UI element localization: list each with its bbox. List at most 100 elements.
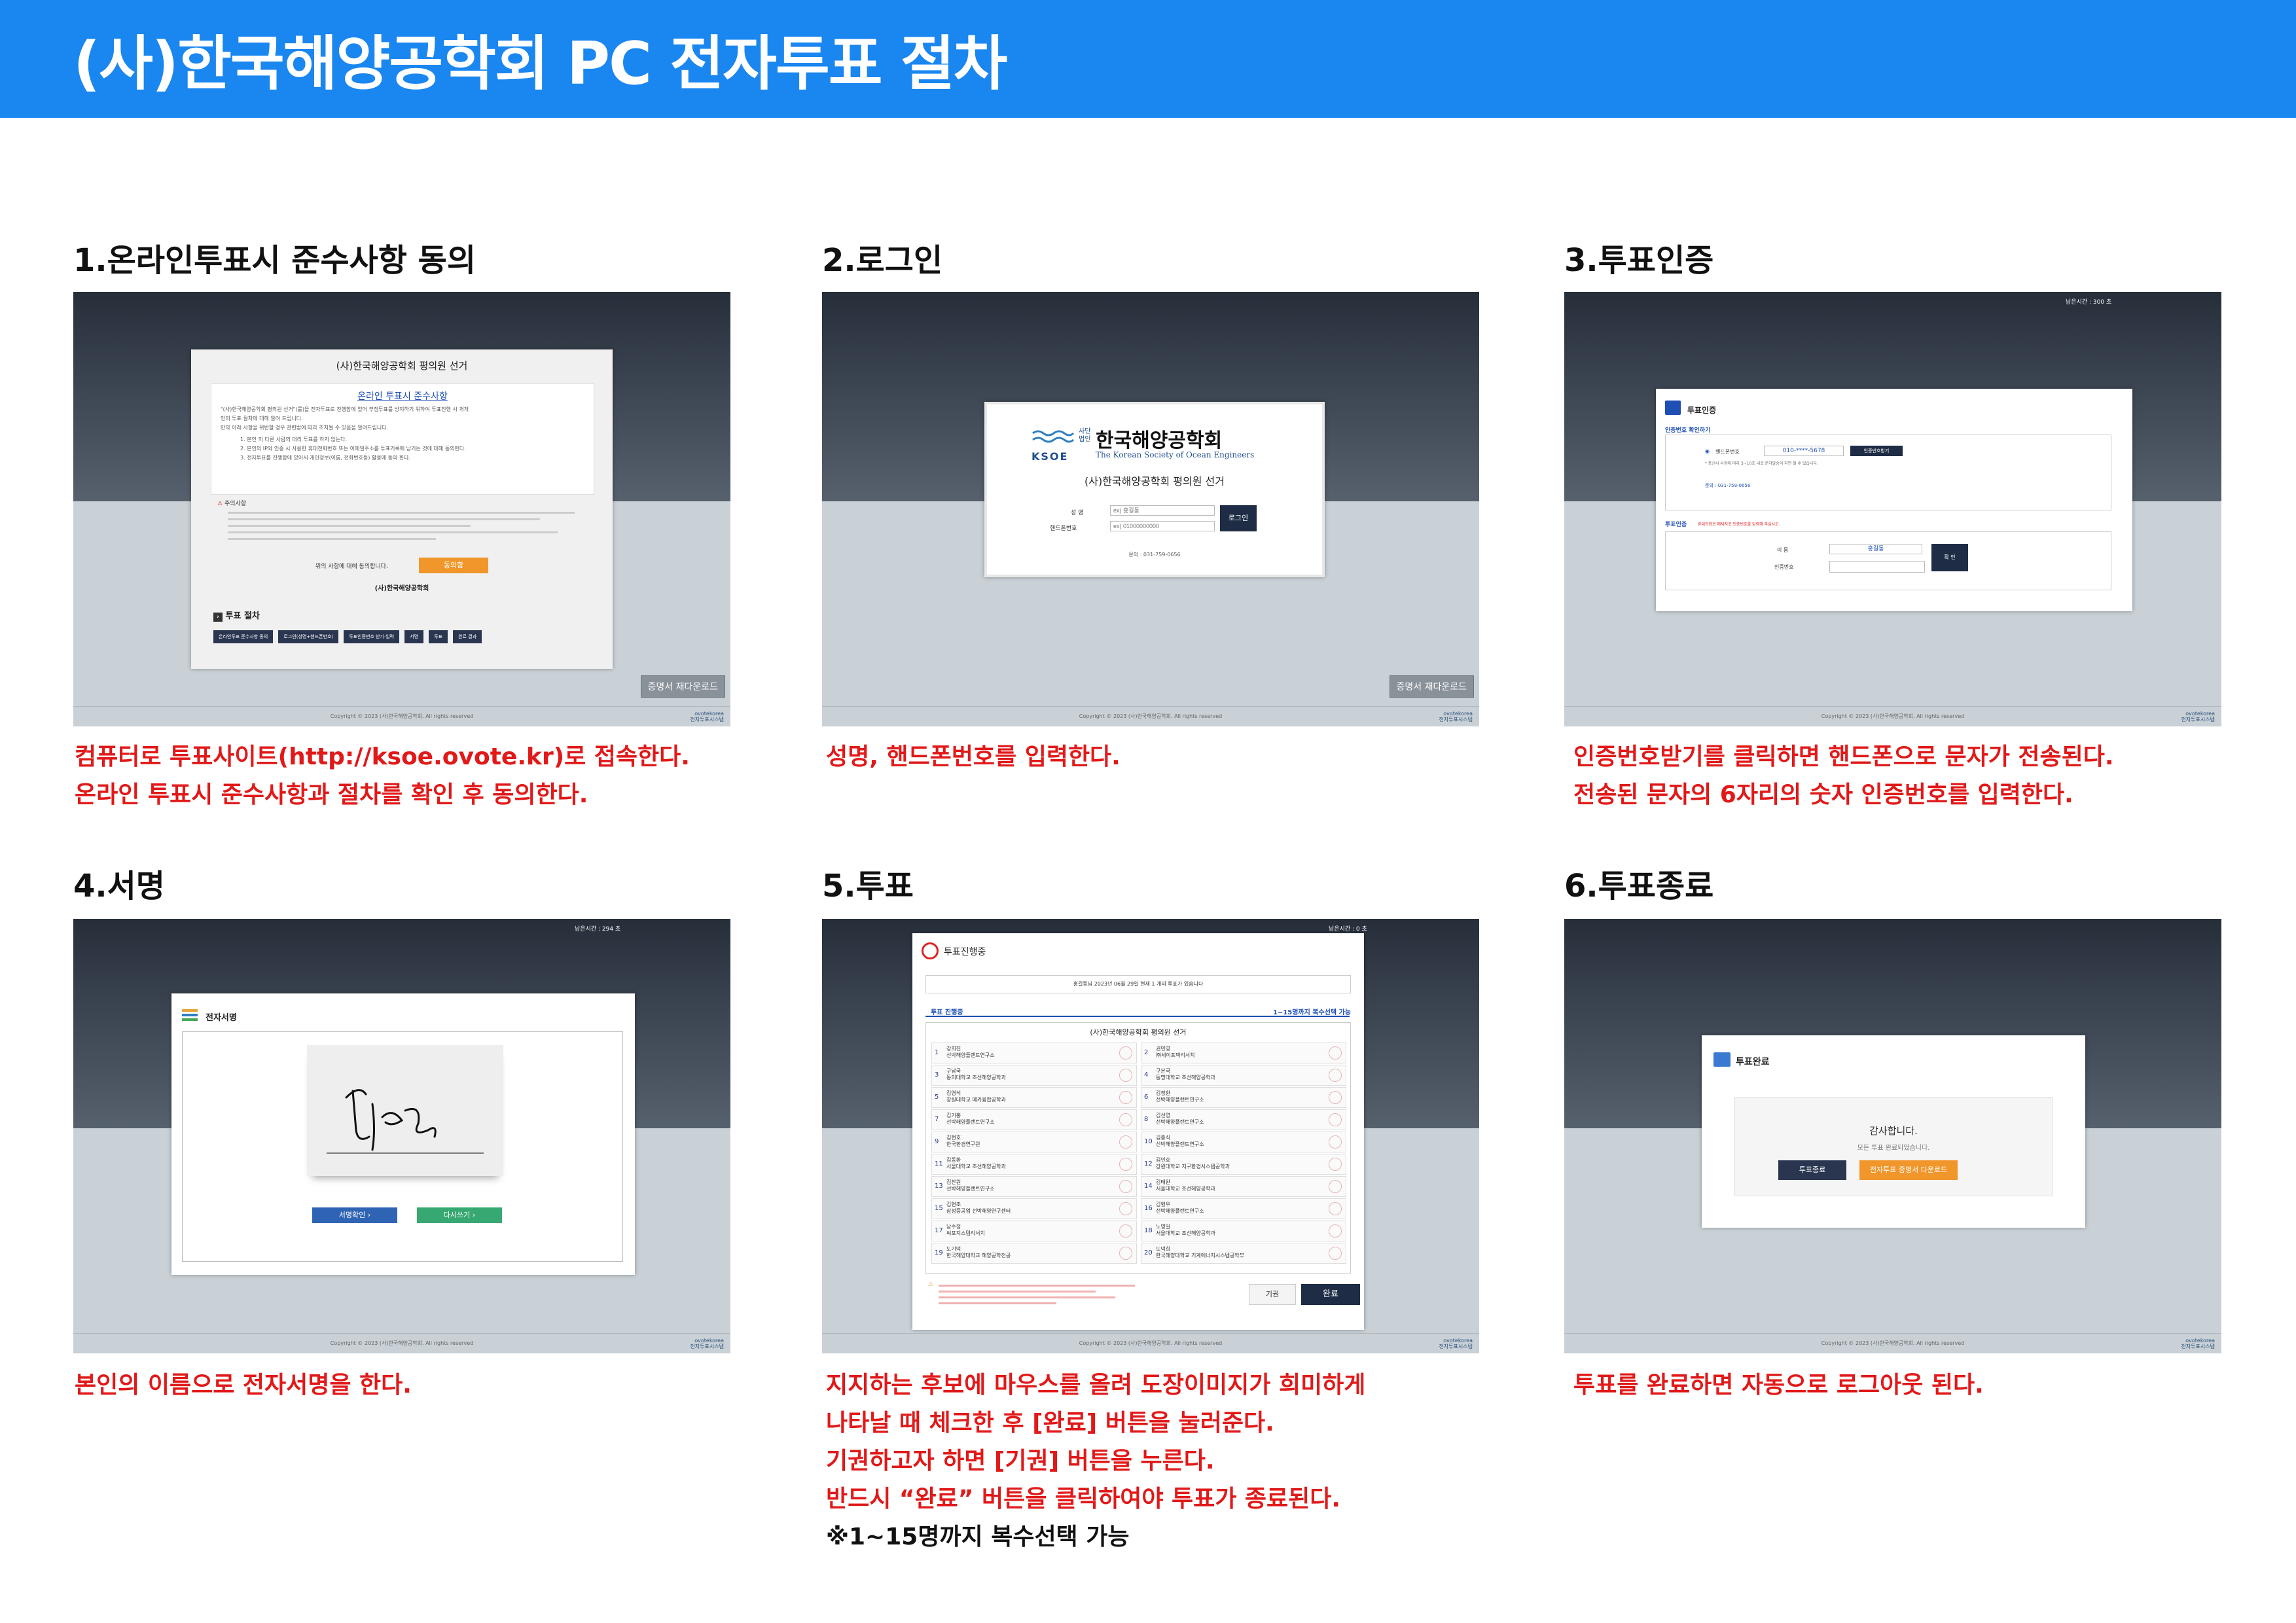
desc-line: 컴퓨터로 투표사이트(http://ksoe.ovote.kr)로 접속한다.: [75, 743, 690, 770]
agreement-panel: (사)한국해양공학회 평의원 선거 온라인 투표시 준수사항 "(사)한국해양공…: [191, 349, 613, 669]
candidate-number: 1: [935, 1049, 939, 1056]
stamp-check-icon: [1329, 1224, 1342, 1238]
stamp-check-icon: [1119, 1135, 1132, 1149]
stamp-check-icon: [1119, 1046, 1132, 1060]
brand-line: 전자투표시스템: [1439, 1344, 1473, 1349]
confirm-button[interactable]: 확 인: [1931, 544, 1968, 571]
notice-line: 3. 전자투표를 진행함에 있어서 개인정보(이름, 전화번호등) 활용에 동의…: [240, 455, 411, 461]
stamp-check-icon: [1329, 1113, 1342, 1126]
sign-confirm-button[interactable]: 서명확인 ›: [312, 1207, 397, 1223]
monitor-icon: [1713, 1052, 1731, 1067]
notice-line: 1. 본인 외 다른 사람의 대리 투표를 하지 않는다.: [240, 437, 347, 442]
cert-redownload-button[interactable]: 증명서 재다운로드: [1389, 675, 1474, 698]
rewrite-button[interactable]: 다시쓰기 ›: [417, 1207, 502, 1223]
agree-button[interactable]: 동의함: [419, 558, 488, 573]
desc-line: 인증번호받기를 클릭하면 핸드폰으로 문자가 전송된다.: [1573, 743, 2114, 770]
candidate-org: 서울대학교 조선해양공학과: [1156, 1230, 1215, 1236]
candidate-number: 3: [935, 1071, 939, 1079]
candidate-number: 16: [1144, 1205, 1153, 1212]
stamp-check-icon: [1329, 1247, 1342, 1260]
end-vote-button[interactable]: 투표종료: [1778, 1160, 1846, 1180]
candidate-name: 김선영: [1156, 1113, 1171, 1118]
candidate-name: 김찬원: [946, 1179, 961, 1185]
name-input[interactable]: [1110, 505, 1215, 516]
step-3-desc: 인증번호받기를 클릭하면 핸드폰으로 문자가 전송된다. 전송된 문자의 6자리…: [1573, 738, 2114, 814]
complete-box: 감사합니다. 모든 투표 완료되었습니다. 투표종료 전자투표 증명서 다운로드: [1734, 1097, 2053, 1196]
code-label: 인증번호: [1774, 564, 1794, 570]
done-button[interactable]: 완료: [1301, 1284, 1360, 1305]
radio-button[interactable]: ◉: [1705, 448, 1710, 454]
screenshot-login: KSOE 사단법인 한국해양공학회 The Korean Society of …: [822, 292, 1479, 726]
signature-icon: [181, 1008, 199, 1022]
phone-input[interactable]: [1110, 521, 1215, 531]
candidate-name: 도기덕: [946, 1246, 961, 1252]
copyright: Copyright © 2023 (사)한국해양공학회. All rights …: [1079, 1340, 1223, 1346]
signature-pad[interactable]: [307, 1045, 503, 1176]
cert-redownload-button[interactable]: 증명서 재다운로드: [640, 675, 725, 698]
cert-download-button[interactable]: 전자투표 증명서 다운로드: [1859, 1160, 1958, 1180]
election-title: (사)한국해양공학회 평의원 선거: [1090, 1028, 1187, 1037]
candidate-number: 14: [1144, 1183, 1153, 1190]
org-name: (사)한국해양공학회: [374, 585, 429, 592]
desc-line: 투표를 완료하면 자동으로 로그아웃 된다.: [1573, 1372, 1984, 1399]
warning-icon: ⚠: [217, 501, 223, 507]
candidate-org: 한국해양대학교 기계에너지시스템공학부: [1156, 1253, 1245, 1258]
step-6-title: 6.투표종료: [1564, 868, 1714, 904]
caution-lines: [228, 509, 575, 544]
login-button[interactable]: 로그인: [1220, 505, 1257, 531]
desc-line: 전송된 문자의 6자리의 숫자 인증번호를 입력한다.: [1573, 781, 2073, 808]
abstain-button[interactable]: 기권: [1249, 1284, 1296, 1305]
caution-title: 주의사항: [224, 501, 247, 507]
section-title: 투표 진행중: [931, 1009, 963, 1016]
signature-title: 전자서명: [206, 1013, 237, 1023]
get-code-heading: 인증번호 확인하기: [1665, 427, 1711, 434]
screenshot-signature: 남은시간 : 294 초 전자서명 서명확인 › 다시쓰기 › Copyrigh…: [73, 919, 730, 1353]
vote-notes: [939, 1283, 1135, 1308]
candidate-name: 김태완: [1156, 1179, 1171, 1185]
timer: 남은시간 : 300 초: [2066, 299, 2112, 306]
candidate-number: 2: [1144, 1049, 1149, 1056]
get-code-button[interactable]: 인증번호받기: [1850, 446, 1903, 456]
step-4-desc: 본인의 이름으로 전자서명을 한다.: [75, 1366, 412, 1404]
code-input[interactable]: [1829, 561, 1925, 573]
candidate-name: 노명일: [1156, 1224, 1171, 1230]
candidate-number: 6: [1144, 1094, 1149, 1101]
step-2-title: 2.로그인: [822, 242, 943, 279]
candidate-name: 김동환: [946, 1157, 961, 1163]
auth-box: 이 름 홍길동 인증번호 확 인: [1665, 531, 2111, 590]
name-label: 성 명: [1071, 510, 1084, 516]
stamp-check-icon: [1119, 1180, 1132, 1193]
desc-line: 온라인 투표시 준수사항과 절차를 확인 후 동의한다.: [75, 781, 588, 808]
phone-value: 010-****-5678: [1764, 446, 1844, 456]
step-5-title: 5.투표: [822, 868, 914, 904]
